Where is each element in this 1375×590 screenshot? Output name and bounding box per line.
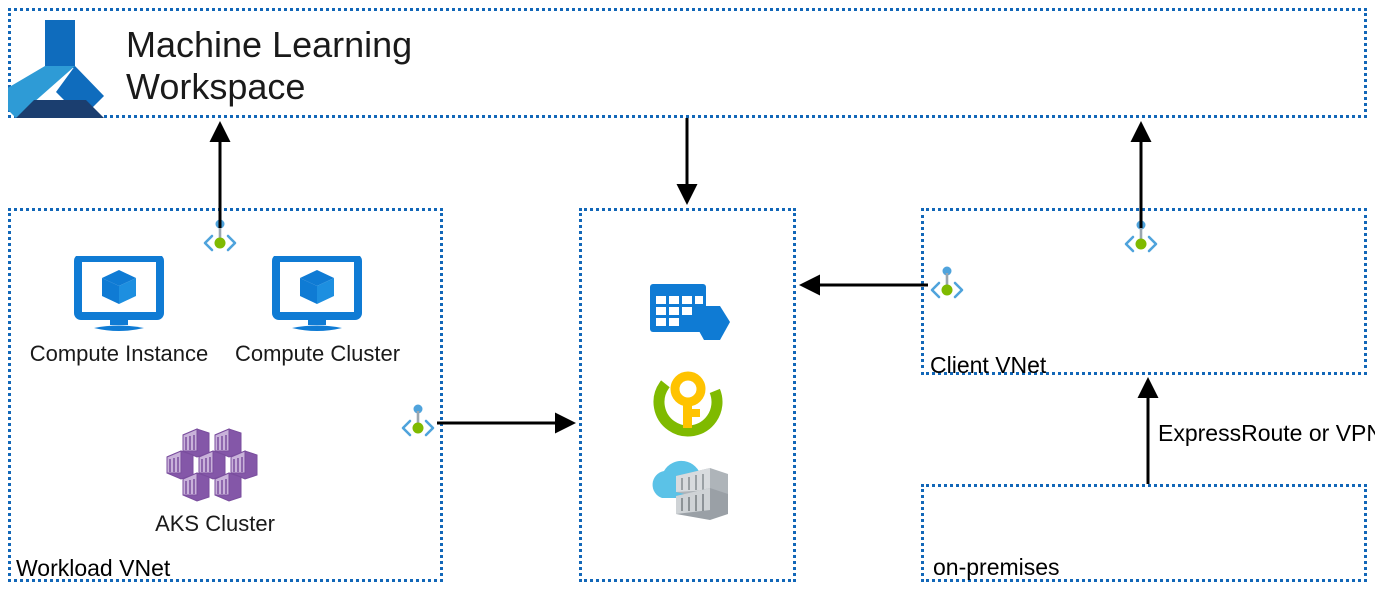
services-container [579,208,796,582]
on-premises-label: on-premises [933,554,1060,580]
express-route-or-vpn-label: ExpressRoute or VPN [1158,420,1375,446]
private-endpoint-icon-client-to-services [930,266,964,304]
workload-vnet-label: Workload VNet [16,555,171,581]
private-endpoint-icon-client-to-ml [1124,220,1158,258]
aks-cluster-icon [165,425,265,505]
compute-instance-icon [74,254,164,336]
client-vnet-container [921,208,1367,375]
key-vault-icon [650,365,726,439]
container-registry-icon [648,456,732,522]
machine-learning-workspace-icon [0,14,112,118]
compute-cluster-label: Compute Cluster [234,341,401,366]
client-vnet-label: Client VNet [930,352,1047,378]
private-endpoint-icon-workload-to-ml [203,219,237,257]
compute-cluster-icon [272,254,362,336]
private-endpoint-icon-workload-to-services [401,404,435,442]
ml-workspace-container [8,8,1367,118]
page-title: Machine Learning Workspace [126,24,413,107]
workload-vnet-container [8,208,443,582]
compute-instance-label: Compute Instance [29,341,209,366]
on-premises-container [921,484,1367,582]
storage-account-icon [648,282,732,350]
aks-cluster-label: AKS Cluster [155,511,275,536]
